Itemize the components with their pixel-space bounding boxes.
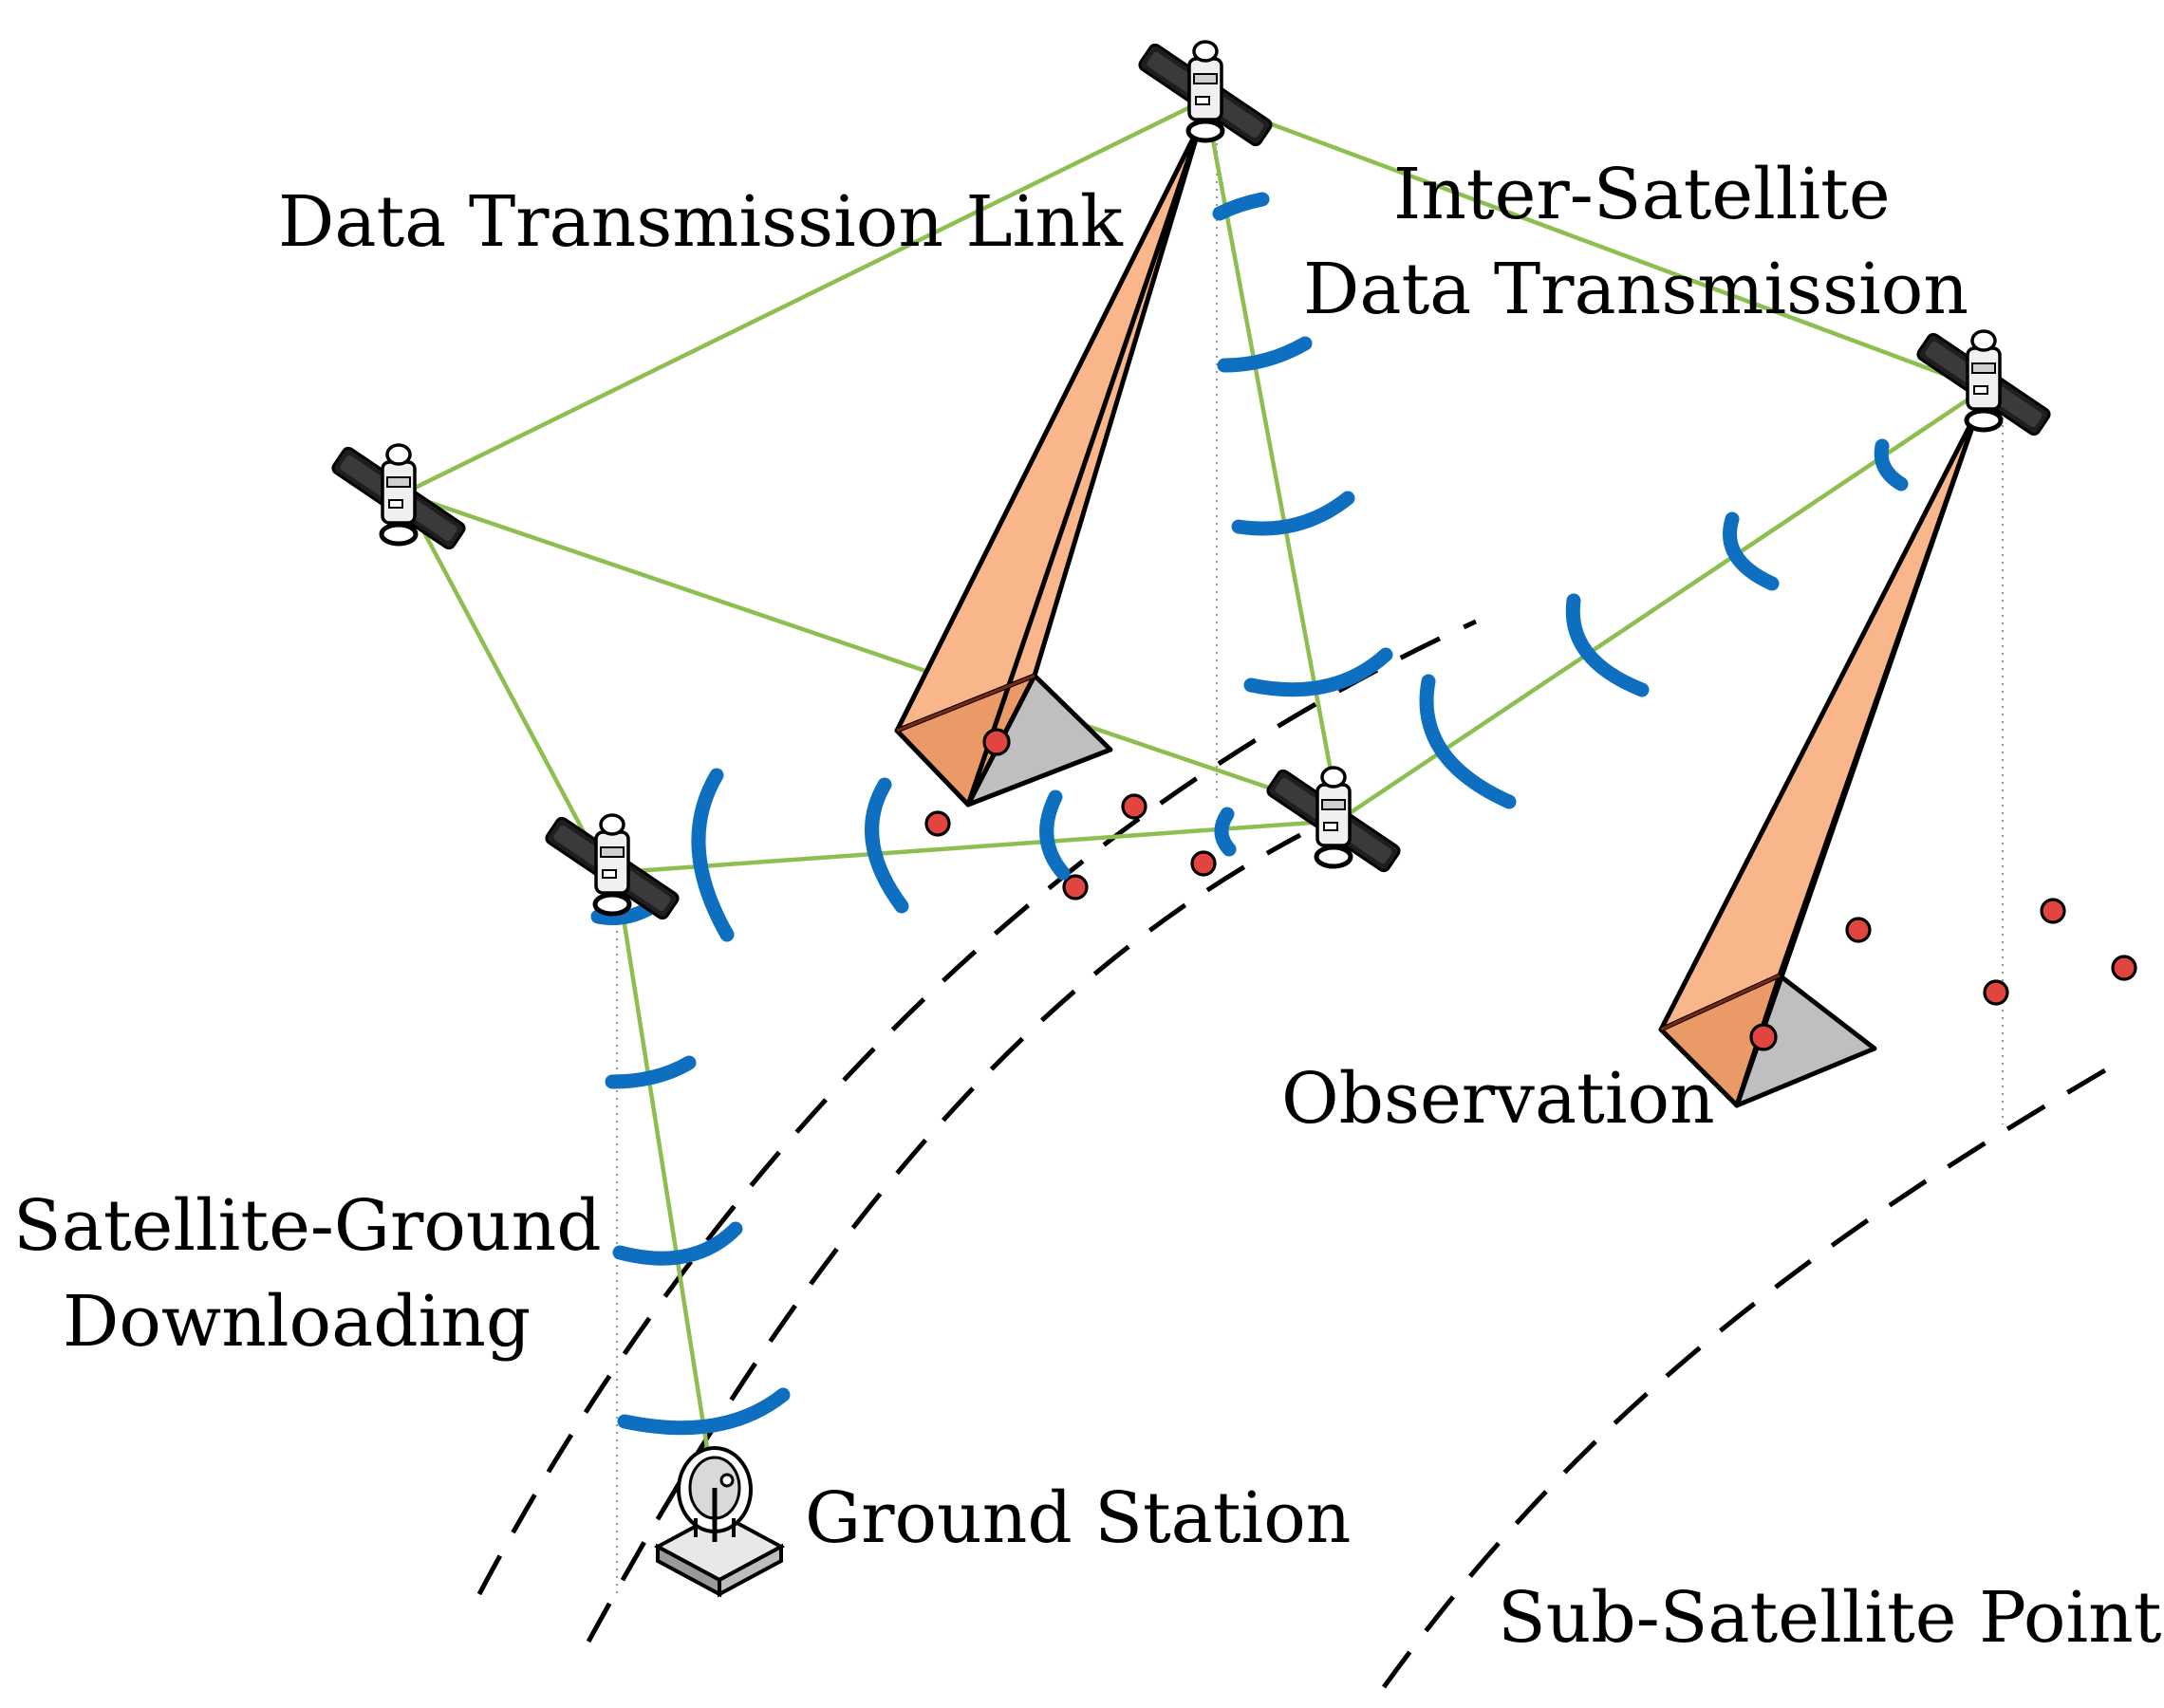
target-points [924,793,2137,1006]
signal-wave [1723,511,1780,591]
target-point [924,810,951,837]
signal-wave [617,1387,791,1436]
satellite-ground-label-line2: Downloading [63,1281,531,1363]
signal-wave [865,777,909,914]
satellite-ground-label-line1: Satellite-Ground [13,1185,602,1267]
signal-wave [1039,789,1071,881]
signal-wave [1419,674,1517,809]
sub-satellite-track [1381,1055,2128,1689]
signal-wave [612,1221,743,1266]
ground-track-inner [476,619,1478,1596]
sub-satellite-point-label: Sub-Satellite Point [1498,1577,2162,1659]
links [401,97,1987,1469]
satellite-icon [1138,42,1274,147]
satellite-icon [331,445,467,550]
inter-satellite-label-line1: Inter-Satellite [1393,154,1891,235]
target-point [1845,917,1872,943]
target-point [982,728,1011,756]
ground-station-dish-icon [653,1446,786,1598]
labels: Data Transmission Link Inter-Satellite D… [13,154,2162,1659]
signal-wave [605,1055,697,1089]
signal-wave [1231,491,1355,536]
satellite-ground-link [619,903,713,1469]
inter-satellite-link [401,97,1208,496]
signal-wave [1874,438,1909,492]
target-point [1983,979,2009,1006]
target-point [1749,1023,1778,1051]
inter-satellite-label-line2: Data Transmission [1303,249,1968,330]
ground-tracks [476,619,2128,1689]
ground-station-label: Ground Station [805,1477,1351,1559]
ground-track-outer [586,832,1302,1643]
observation-beam-center [894,121,1203,808]
target-point [1190,850,1217,877]
signal-wave [1212,192,1270,221]
data-transmission-link-label: Data Transmission Link [278,181,1124,263]
satellite-icon [1266,768,1402,873]
target-point [2040,898,2066,924]
target-point [2111,955,2137,981]
signal-wave [1217,336,1313,373]
signal-wave [1565,593,1650,697]
signal-waves [590,192,1909,1436]
target-point [1062,874,1089,900]
signal-wave [691,768,735,942]
inter-satellite-link [401,491,1341,814]
signal-wave [1243,647,1393,697]
observation-beam-right [1658,405,1982,1108]
inter-satellite-link [1203,97,1987,392]
target-point [1121,793,1147,820]
signal-wave [1214,807,1237,857]
inter-satellite-link [401,491,601,862]
observation-label: Observation [1281,1058,1715,1140]
